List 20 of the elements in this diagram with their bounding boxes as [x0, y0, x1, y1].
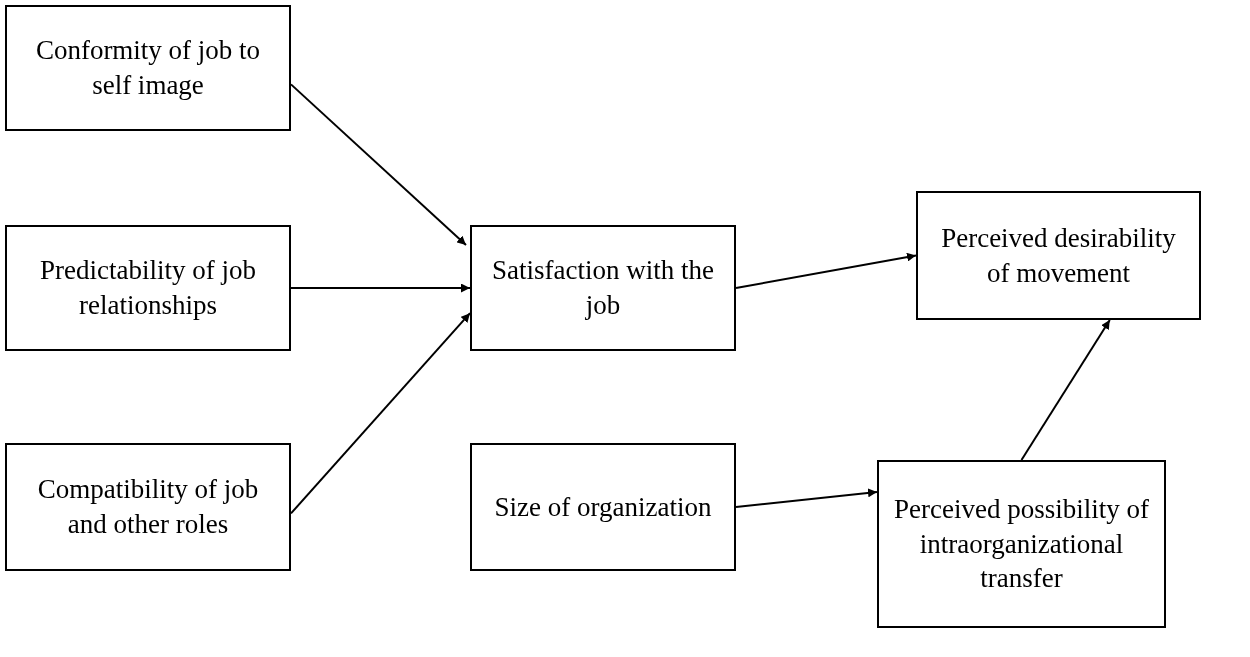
process-box [5, 443, 291, 571]
box-label: Conformity of job to self image [34, 34, 262, 102]
box-label: Compatibility of job and other roles [36, 473, 260, 541]
process-box [877, 460, 1166, 628]
box-label: Perceived possibility of intraorganizational transfer [893, 493, 1150, 596]
arrow [290, 312, 471, 515]
box-label: Perceived desirability of movement [940, 221, 1177, 290]
arrow [290, 83, 467, 246]
process-box [5, 225, 291, 351]
process-box [470, 225, 736, 351]
process-box [5, 5, 291, 131]
box-label: Satisfaction with the job [491, 254, 715, 322]
box-label: Predictability of job relationships [39, 254, 257, 322]
arrow [290, 283, 471, 293]
arrow [735, 252, 917, 289]
process-box [470, 443, 736, 571]
box-label: Size of organization [494, 490, 712, 524]
arrow [735, 488, 878, 508]
arrow [1020, 319, 1111, 461]
process-box [916, 191, 1201, 320]
